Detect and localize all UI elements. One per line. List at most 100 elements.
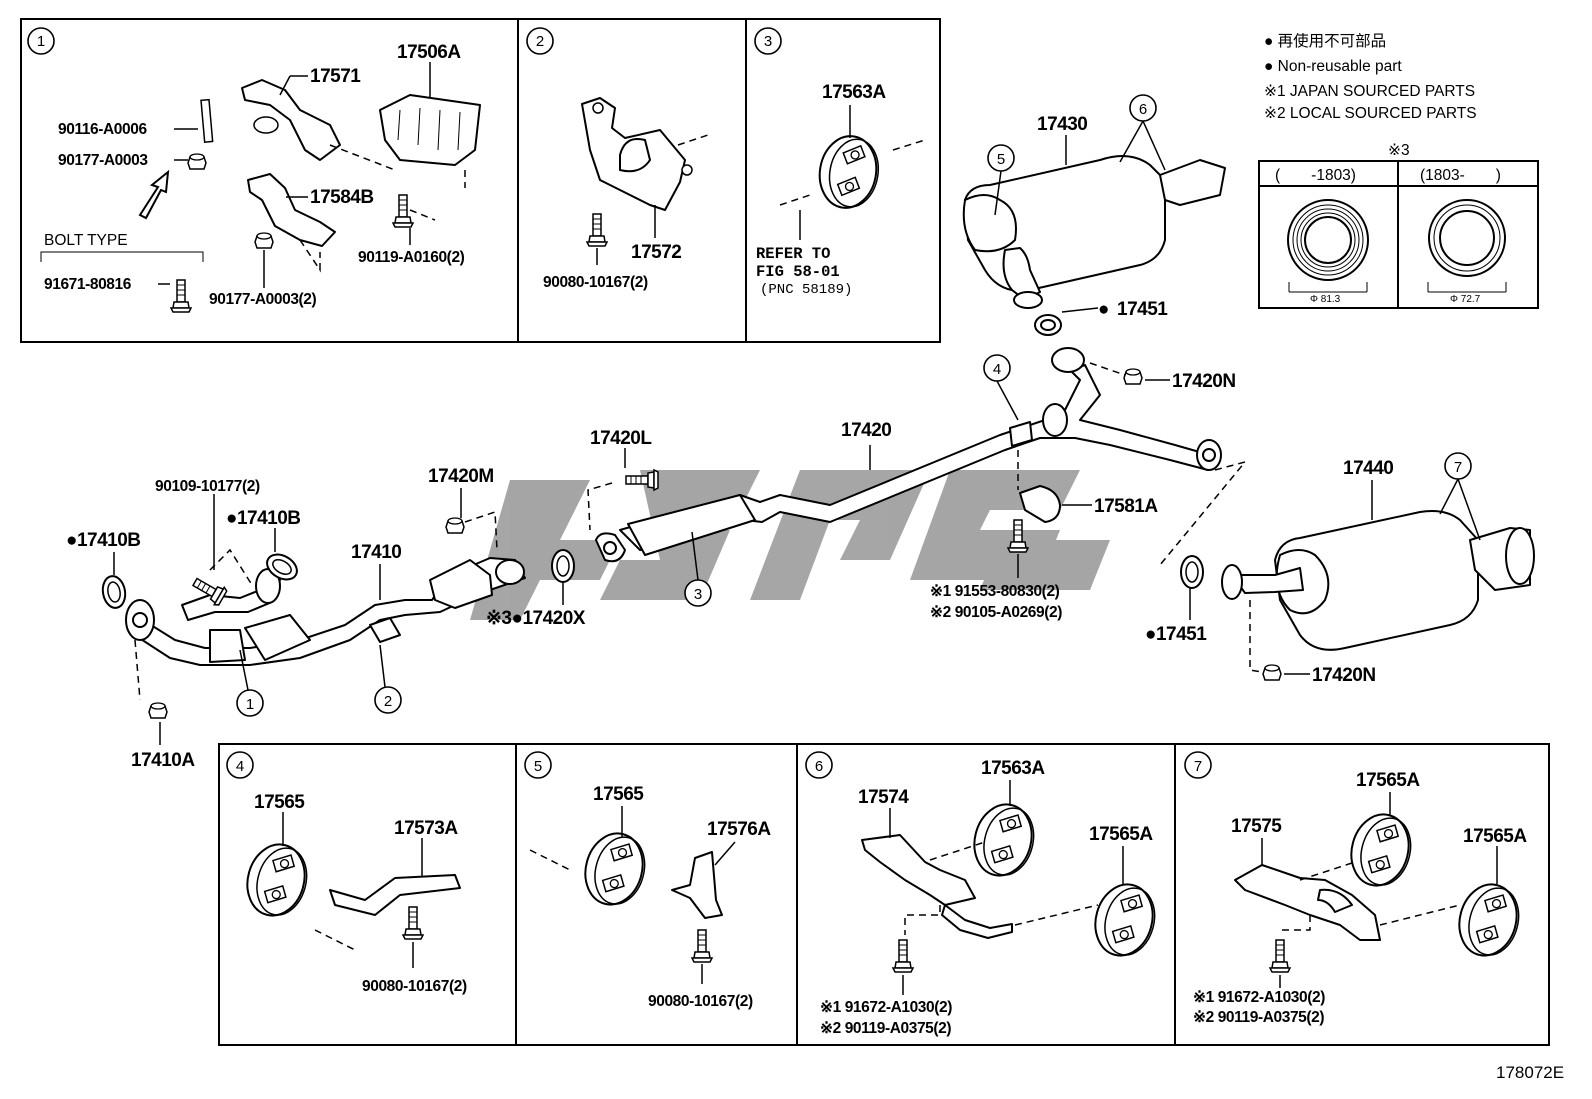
part-90116-A0006: 90116-A0006 [58, 121, 147, 138]
main-assembly: 17430 6 5 ● 17451 17420 4 17420N [66, 94, 1535, 771]
hanger-17565A-box7-2 [1450, 876, 1528, 964]
callout-6-main: 6 [1139, 101, 1147, 118]
part-90119-A0160: 90119-A0160(2) [358, 249, 465, 266]
gasket-old [1287, 199, 1369, 281]
callout-1-main: 1 [246, 696, 254, 713]
part-90080-10167-box4: 90080-10167(2) [362, 978, 467, 995]
rear-muffler-17440 [1221, 510, 1535, 651]
part-90177-A0003-x2: 90177-A0003(2) [209, 291, 317, 308]
callout-7-main: 7 [1454, 459, 1462, 476]
front-pipe-17410 [125, 557, 526, 666]
part-17420: 17420 [841, 420, 891, 441]
part-17440: 17440 [1343, 458, 1393, 479]
bracket-17575 [1234, 864, 1381, 941]
table-marker: ※3 [1388, 142, 1410, 159]
gasket-new [1428, 199, 1506, 277]
bracket-17574 [861, 834, 976, 906]
hanger-17581A [1019, 485, 1061, 523]
part-17506A: 17506A [397, 42, 461, 63]
hanger-17563A-box3 [813, 130, 885, 214]
part-17565-box5: 17565 [593, 784, 644, 805]
part-17410: 17410 [351, 542, 401, 563]
part-91553-80830: ※1 91553-80830(2) [930, 583, 1060, 600]
part-17451-top-num: 17451 [1117, 299, 1168, 320]
detail-box-6: 6 17574 17563A 17565A ※1 91672-A1030(2) … [805, 751, 1164, 1037]
part-17572: 17572 [631, 242, 681, 263]
part-17563A-box6: 17563A [981, 758, 1045, 779]
part-90119-A0375-box6: ※2 90119-A0375(2) [820, 1020, 951, 1037]
bracket-17571 [241, 79, 341, 161]
part-90080-10167-box5: 90080-10167(2) [648, 993, 753, 1010]
part-90177-A0003: 90177-A0003 [58, 152, 148, 169]
part-17581A: 17581A [1094, 496, 1158, 517]
hanger-17565-box5 [576, 825, 654, 913]
heat-shield-17506A [379, 94, 481, 166]
part-17410B-mid: ●17410B [226, 508, 301, 529]
part-17451-top: ● [1098, 299, 1109, 320]
direction-arrow [138, 169, 170, 220]
callout-1-label: 1 [37, 33, 45, 50]
part-17420M: 17420M [428, 466, 494, 487]
detail-box-2: 2 17572 90080-10167(2) [526, 27, 709, 291]
table-col2-header: (1803- ) [1420, 167, 1501, 184]
part-17565A-box7-1: 17565A [1356, 770, 1420, 791]
callout-5-main: 5 [997, 151, 1005, 168]
part-17565A-box6: 17565A [1089, 824, 1153, 845]
front-muffler-17430 [962, 155, 1226, 336]
legend: ● 再使用不可部品 ● Non-reusable part ※1 JAPAN S… [1264, 32, 1477, 122]
detail-box-4: 4 17565 17573A 90080-10167(2) [226, 751, 467, 995]
part-17565A-box7-2: 17565A [1463, 826, 1527, 847]
callout-7-box: 7 [1194, 758, 1202, 775]
legend-non-reusable-ja: ● 再使用不可部品 [1264, 32, 1386, 50]
callout-2-label: 2 [536, 33, 544, 50]
part-91672-A1030-box7: ※1 91672-A1030(2) [1193, 989, 1325, 1006]
callout-2-main: 2 [384, 693, 392, 710]
part-17574: 17574 [858, 787, 909, 808]
top-detail-panel [20, 18, 941, 343]
center-pipe-17420 [595, 347, 1222, 563]
part-17420N-top: 17420N [1172, 371, 1236, 392]
part-17563A-box3: 17563A [822, 82, 886, 103]
hanger-17565-box4 [238, 836, 316, 924]
part-91671-80816: 91671-80816 [44, 276, 132, 293]
callout-4-box: 4 [236, 758, 244, 775]
legend-local-sourced: ※2 LOCAL SOURCED PARTS [1264, 105, 1477, 122]
part-90105-A0269: ※2 90105-A0269(2) [930, 604, 1062, 621]
gasket-size-table: ※3 ( -1803) (1803- ) Φ 81.3 Φ 72.7 [1258, 142, 1539, 309]
part-17576A: 17576A [707, 819, 771, 840]
bottom-detail-panel [218, 743, 1550, 1046]
part-17565-box4: 17565 [254, 792, 305, 813]
part-17575: 17575 [1231, 816, 1282, 837]
bracket-17584B [247, 173, 336, 247]
part-90109-10177: 90109-10177(2) [155, 478, 260, 495]
figure-id: 178072E [1496, 1063, 1564, 1082]
part-17410B-left: ●17410B [66, 530, 141, 551]
part-17584B: 17584B [310, 187, 374, 208]
hanger-17565A-box6 [1086, 876, 1164, 964]
part-90119-A0375-box7: ※2 90119-A0375(2) [1193, 1009, 1324, 1026]
callout-3-label: 3 [764, 33, 772, 50]
legend-non-reusable-en: ● Non-reusable part [1264, 58, 1402, 75]
callout-5-box: 5 [534, 758, 542, 775]
part-17573A: 17573A [394, 818, 458, 839]
table-col1-dim: Φ 81.3 [1310, 294, 1341, 305]
part-17451-bottom: ●17451 [1145, 624, 1207, 645]
part-17420X: ※3●17420X [486, 608, 586, 629]
part-17420L: 17420L [590, 428, 652, 449]
legend-japan-sourced: ※1 JAPAN SOURCED PARTS [1264, 83, 1475, 100]
part-17571: 17571 [310, 66, 361, 87]
callout-3-main: 3 [694, 586, 702, 603]
bracket-17573A [329, 874, 461, 916]
part-17430: 17430 [1037, 114, 1087, 135]
bolt-type-label: BOLT TYPE [44, 232, 128, 249]
hanger-17565A-box7-1 [1342, 806, 1420, 894]
hanger-17563A-box6 [965, 796, 1043, 884]
part-91672-A1030-box6: ※1 91672-A1030(2) [820, 999, 952, 1016]
refer-to-label: REFER TO [756, 245, 830, 263]
table-col1-header: ( -1803) [1275, 167, 1356, 184]
bracket-17576A [671, 851, 723, 919]
part-17420N-bottom: 17420N [1312, 665, 1376, 686]
callout-4-main: 4 [993, 361, 1001, 378]
refer-pnc-label: (PNC 58189) [760, 282, 852, 298]
